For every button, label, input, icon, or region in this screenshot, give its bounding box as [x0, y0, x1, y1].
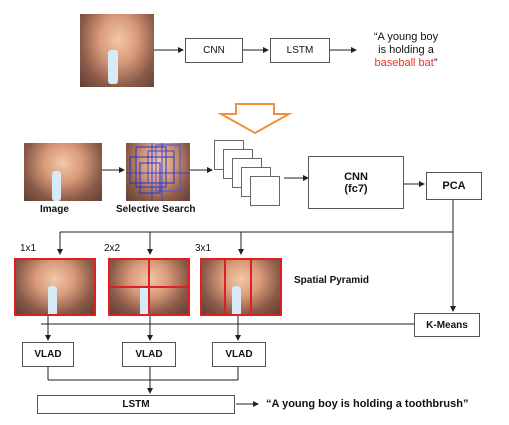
caption-line-2: is holding a: [378, 44, 434, 56]
cnn-sub-label: (fc7): [344, 182, 368, 195]
input-photo: [24, 143, 102, 201]
pyramid-photo-3x1: [200, 258, 282, 316]
vlad-box-2: VLAD: [122, 342, 176, 367]
kmeans-box: K-Means: [414, 313, 480, 337]
pyramid-label-3x1: 3x1: [195, 243, 212, 254]
pyramid-label-2x2: 2x2: [104, 243, 121, 254]
caption-top: “A young boy is holding a baseball bat”: [356, 31, 456, 70]
lstm-box-top: LSTM: [270, 38, 330, 63]
transition-arrow: [217, 103, 293, 135]
input-photo-top: [80, 14, 154, 87]
caption-highlight: baseball bat: [374, 57, 434, 69]
region-crops-stack: [214, 140, 286, 208]
lstm-box-bottom: LSTM: [37, 395, 235, 414]
cnn-fc7-box: CNN (fc7): [308, 156, 404, 209]
cnn-label: CNN: [344, 170, 368, 183]
pyramid-photo-1x1: [14, 258, 96, 316]
spatial-pyramid-label: Spatial Pyramid: [294, 275, 370, 286]
pyramid-label-1x1: 1x1: [20, 243, 37, 254]
caption-line-1: “A young boy: [373, 31, 439, 43]
cnn-box-top: CNN: [185, 38, 243, 63]
vlad-box-3: VLAD: [212, 342, 266, 367]
caption-end: ”: [433, 57, 438, 69]
pyramid-photo-2x2: [108, 258, 190, 316]
pca-box: PCA: [426, 172, 482, 200]
image-label: Image: [40, 204, 69, 215]
selective-search-photo: [126, 143, 190, 201]
output-caption: “A young boy is holding a toothbrush”: [266, 398, 469, 410]
selective-search-label: Selective Search: [116, 204, 196, 215]
vlad-box-1: VLAD: [22, 342, 74, 367]
